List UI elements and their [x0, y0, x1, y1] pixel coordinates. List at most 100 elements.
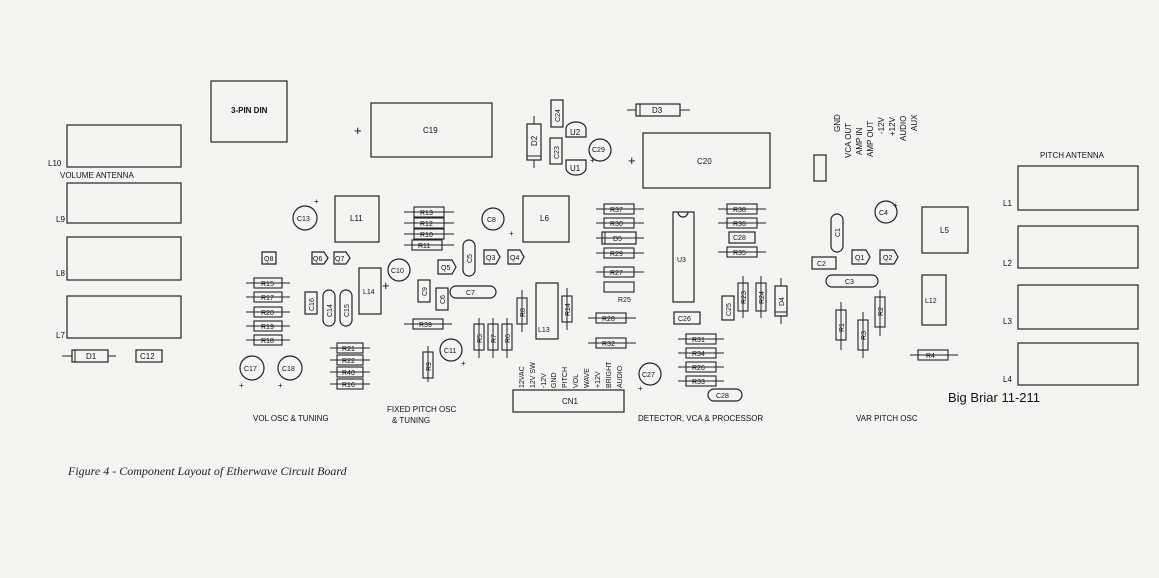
capacitor-c26: C28 — [707, 388, 743, 402]
svg-text:+: + — [590, 156, 595, 165]
svg-text:AMP IN: AMP IN — [855, 127, 864, 155]
coil-l8-label: L8 — [56, 269, 65, 278]
resistor-r28: R28 — [588, 312, 636, 324]
resistor-r32: R32 — [588, 337, 636, 349]
diode-d4: D4 — [774, 278, 788, 324]
svg-text:PITCH: PITCH — [562, 367, 569, 388]
svg-text:C17: C17 — [244, 366, 257, 373]
svg-text:C3: C3 — [845, 279, 854, 286]
resistors-r23-r24: R23 R24 — [737, 276, 767, 318]
svg-text:R10: R10 — [420, 232, 433, 239]
svg-text:U3: U3 — [677, 257, 686, 264]
svg-text:CN1: CN1 — [562, 397, 579, 406]
svg-text:C13: C13 — [297, 216, 310, 223]
inductor-l12: L12 — [921, 274, 947, 326]
coil-l10-label: L10 — [48, 159, 62, 168]
svg-text:C20: C20 — [697, 157, 712, 166]
svg-text:R21: R21 — [342, 346, 355, 353]
pitch-antenna-label: PITCH ANTENNA — [1040, 151, 1105, 160]
svg-text:U1: U1 — [570, 164, 581, 173]
svg-text:Q5: Q5 — [441, 265, 450, 272]
resistor-r9: R9 — [422, 346, 434, 382]
svg-text:D5: D5 — [613, 236, 622, 243]
svg-text:R12: R12 — [420, 221, 433, 228]
svg-text:R28: R28 — [602, 316, 615, 323]
svg-text:C7: C7 — [466, 290, 475, 297]
svg-text:C19: C19 — [423, 126, 438, 135]
diode-d2: D2 — [526, 116, 542, 168]
capacitor-c21: C23 — [549, 137, 563, 165]
svg-text:+: + — [461, 359, 466, 368]
capacitor-c5: C5 — [462, 239, 476, 277]
din-label: 3-PIN DIN — [231, 106, 268, 115]
svg-text:L5: L5 — [940, 226, 949, 235]
inductor-l13: L13 — [535, 282, 559, 340]
svg-text:Q8: Q8 — [264, 256, 273, 263]
svg-text:R29: R29 — [610, 251, 623, 258]
capacitor-c9: C9 — [417, 279, 431, 303]
svg-text:R22: R22 — [342, 358, 355, 365]
figure-caption: Figure 4 - Component Layout of Etherwave… — [67, 464, 348, 478]
svg-text:R16: R16 — [342, 382, 355, 389]
section-vol-osc: VOL OSC & TUNING — [253, 414, 329, 423]
svg-text:R34: R34 — [692, 351, 705, 358]
capacitor-c28 — [813, 154, 827, 182]
svg-text:+: + — [638, 384, 643, 393]
svg-text:GND: GND — [551, 372, 558, 388]
coil-l7-label: L7 — [56, 331, 65, 340]
capacitor-c16: C16 — [304, 291, 318, 315]
svg-text:C12: C12 — [140, 352, 155, 361]
svg-text:C1: C1 — [835, 228, 842, 237]
svg-text:U2: U2 — [570, 128, 581, 137]
svg-text:R37: R37 — [610, 207, 623, 214]
svg-text:R26: R26 — [692, 365, 705, 372]
svg-text:C14: C14 — [327, 304, 334, 317]
svg-text:R1: R1 — [839, 323, 846, 332]
transistor-q4: Q4 — [507, 249, 525, 265]
coil-l7-box — [66, 295, 182, 339]
svg-text:Q1: Q1 — [855, 255, 864, 262]
coil-l4-box — [1017, 342, 1139, 386]
diode-d1: D1 — [62, 349, 116, 363]
svg-text:C28: C28 — [716, 393, 729, 400]
svg-text:AUX: AUX — [910, 114, 919, 131]
regulator-u1: U1 — [565, 159, 587, 176]
svg-text:R38: R38 — [733, 207, 746, 214]
svg-text:R19: R19 — [261, 324, 274, 331]
svg-text:L13: L13 — [538, 327, 550, 334]
capacitor-c6: C6 — [435, 287, 449, 311]
section-detector-vca: DETECTOR, VCA & PROCESSOR — [638, 414, 763, 423]
svg-text:R20: R20 — [261, 310, 274, 317]
svg-text:L12: L12 — [925, 298, 937, 305]
svg-text:C29: C29 — [592, 147, 605, 154]
capacitor-c8: C8 + — [481, 207, 514, 238]
svg-text:C11: C11 — [444, 348, 456, 355]
svg-text:R24: R24 — [759, 291, 766, 304]
transistor-q8: Q8 — [261, 251, 277, 265]
svg-text:+: + — [278, 381, 283, 390]
svg-text:+: + — [314, 197, 319, 206]
svg-text:R23: R23 — [741, 291, 748, 304]
svg-text:Q7: Q7 — [335, 256, 344, 263]
coil-l4-label: L4 — [1003, 375, 1012, 384]
svg-text:VCA OUT: VCA OUT — [844, 123, 853, 158]
capacitor-c29: C29 + — [588, 138, 612, 165]
svg-text:R36: R36 — [733, 221, 746, 228]
svg-text:R31: R31 — [692, 337, 705, 344]
coil-l3-box — [1017, 284, 1139, 330]
svg-text:R11: R11 — [418, 243, 430, 250]
regulator-u2: U2 — [565, 121, 587, 138]
resistor-r4: R4 — [910, 349, 958, 361]
svg-text:R2: R2 — [878, 307, 885, 316]
svg-text:+12V: +12V — [888, 116, 897, 136]
svg-text:D4: D4 — [779, 297, 786, 306]
svg-text:WAVE: WAVE — [584, 368, 591, 388]
svg-text:C6: C6 — [440, 295, 447, 304]
resistor-r14: R14 — [561, 288, 573, 330]
inductor-l5: L5 — [921, 206, 969, 254]
capacitor-c1: C1 — [830, 213, 844, 253]
svg-text:R40: R40 — [342, 370, 355, 377]
inductor-l14: L14 + — [358, 267, 390, 315]
svg-text:R30: R30 — [610, 221, 623, 228]
